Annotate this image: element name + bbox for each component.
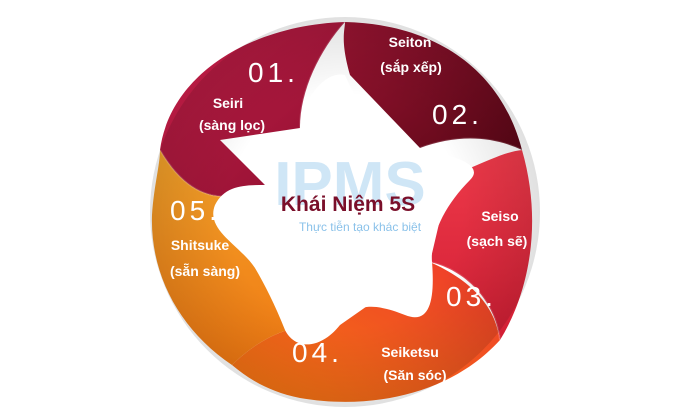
step-5-name: Shitsuke (171, 237, 230, 253)
step-3-meaning: (sạch sẽ) (467, 233, 528, 249)
step-2-meaning: (sắp xếp) (380, 58, 441, 75)
center-title: Khái Niệm 5S (281, 193, 415, 216)
step-5-meaning: (sẵn sàng) (170, 262, 240, 279)
step-1-name: Seiri (213, 95, 243, 111)
step-2-name: Seiton (389, 34, 432, 50)
step-3-number: 03. (446, 281, 497, 312)
step-2-number: 02. (432, 99, 483, 130)
step-1-meaning: (sàng lọc) (199, 117, 265, 133)
watermark-logo: IPMS (274, 150, 426, 219)
step-5-number: 05. (170, 195, 221, 226)
step-1-number: 01. (248, 57, 299, 88)
step-4-number: 04. (292, 337, 343, 368)
step-3-name: Seiso (481, 208, 518, 224)
step-4-meaning: (Săn sóc) (383, 367, 446, 383)
center-star (213, 74, 474, 345)
step-4-name: Seiketsu (381, 344, 439, 360)
watermark-tagline: Thực tiễn tạo khác biệt (299, 219, 422, 234)
